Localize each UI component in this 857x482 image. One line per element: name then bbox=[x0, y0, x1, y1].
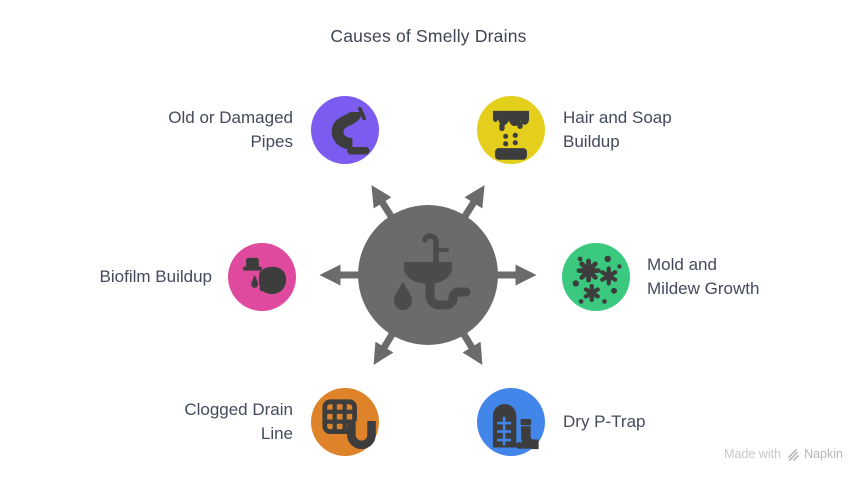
sink-drain-icon bbox=[394, 233, 471, 310]
node-label-biofilm-buildup: Biofilm Buildup bbox=[99, 267, 212, 286]
dripping-clog-icon bbox=[492, 110, 530, 160]
broken-pipe-icon bbox=[331, 106, 370, 155]
node-circle-biofilm-buildup bbox=[228, 243, 296, 311]
node-circle-mold-mildew-growth bbox=[562, 243, 630, 311]
napkin-logo-icon bbox=[788, 448, 799, 461]
drain-grate-clog-icon bbox=[322, 399, 376, 450]
diagram-title: Causes of Smelly Drains bbox=[330, 26, 527, 46]
node-label-clogged-drain-line: Clogged Drain Line bbox=[184, 400, 293, 443]
mold-spores-icon bbox=[572, 255, 622, 304]
napkin-watermark-link[interactable]: Made with Napkin bbox=[724, 447, 843, 461]
node-circle-old-damaged-pipes bbox=[311, 96, 379, 164]
node-circle-dry-p-trap bbox=[477, 388, 545, 456]
watermark-brand: Napkin bbox=[804, 447, 843, 461]
node-circle-hair-soap-buildup bbox=[477, 96, 545, 164]
node-label-dry-p-trap: Dry P-Trap bbox=[563, 412, 646, 431]
watermark-prefix: Made with bbox=[724, 447, 782, 461]
biofilm-slime-icon bbox=[242, 257, 287, 295]
node-circle-clogged-drain-line bbox=[311, 388, 379, 456]
central-hub bbox=[319, 185, 537, 365]
node-label-hair-soap-buildup: Hair and Soap Buildup bbox=[563, 108, 672, 151]
node-label-old-damaged-pipes: Old or Damaged Pipes bbox=[168, 108, 293, 151]
node-label-mold-mildew-growth: Mold and Mildew Growth bbox=[647, 255, 760, 298]
p-trap-pipe-icon bbox=[492, 403, 539, 450]
